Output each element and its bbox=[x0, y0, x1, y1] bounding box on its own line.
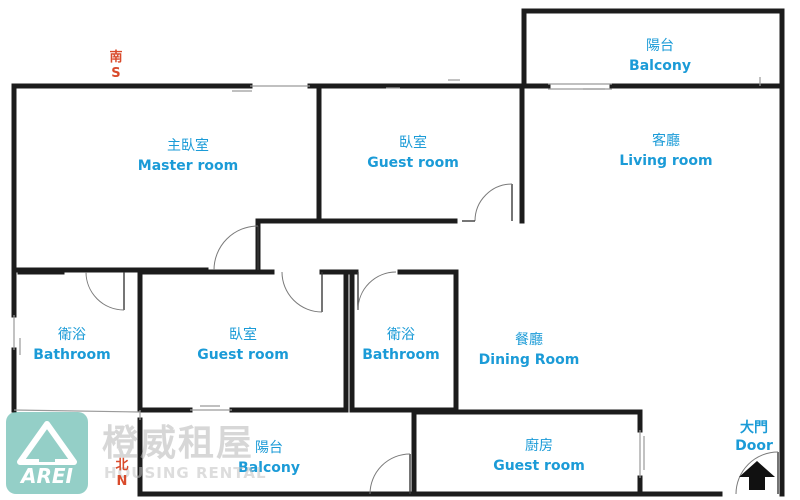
room-label-balcony-bottom: 陽台 Balcony bbox=[238, 438, 300, 478]
room-label-bathroom-middle: 衛浴 Bathroom bbox=[362, 325, 440, 365]
entrance-label-cn: 大門 bbox=[739, 420, 768, 436]
house-icon bbox=[17, 421, 77, 465]
compass-north-en: N bbox=[116, 474, 128, 489]
watermark-logo-text: AREI bbox=[21, 464, 73, 488]
room-label-guest-room-top: 臥室 Guest room bbox=[367, 133, 459, 173]
room-label-kitchen: 廚房 Guest room bbox=[493, 436, 585, 476]
window-lines bbox=[13, 77, 761, 478]
compass-south-en: S bbox=[111, 66, 121, 81]
room-label-balcony-top: 陽台 Balcony bbox=[629, 36, 691, 76]
room-label-master-room: 主臥室 Master room bbox=[138, 136, 238, 176]
room-name-cn: 陽台 bbox=[255, 440, 283, 456]
room-name-en: Balcony bbox=[629, 58, 691, 74]
room-name-en: Master room bbox=[137, 158, 239, 174]
watermark-logo: AREI bbox=[6, 412, 88, 494]
doors bbox=[85, 183, 779, 495]
room-label-dining-room: 餐廳 Dining Room bbox=[479, 330, 580, 370]
room-name-en: Bathroom bbox=[362, 347, 440, 363]
room-label-living-room: 客廳 Living room bbox=[619, 131, 712, 171]
room-name-en: Guest room bbox=[197, 347, 289, 363]
watermark-name-en: HOUSING RENTAL bbox=[104, 464, 267, 482]
room-name-en: Bathroom bbox=[33, 347, 111, 363]
room-name-cn: 主臥室 bbox=[167, 138, 209, 154]
compass-south: 南 S bbox=[109, 50, 122, 82]
room-name-cn: 衛浴 bbox=[386, 327, 415, 343]
entrance-label: 大門 Door bbox=[735, 419, 773, 455]
room-name-cn: 廚房 bbox=[525, 438, 553, 454]
room-name-cn: 餐廳 bbox=[515, 332, 543, 348]
room-name-cn: 臥室 bbox=[399, 135, 427, 151]
room-name-en: Guest room bbox=[367, 155, 459, 171]
room-name-en: Living room bbox=[619, 153, 713, 169]
room-label-bathroom-left: 衛浴 Bathroom bbox=[33, 325, 111, 365]
compass-north: 北 N bbox=[115, 458, 128, 490]
entrance-label-en: Door bbox=[735, 438, 773, 454]
room-name-cn: 衛浴 bbox=[57, 327, 86, 343]
watermark: AREI 橙威租屋 HOUSING RENTAL bbox=[6, 410, 286, 496]
room-name-en: Guest room bbox=[493, 458, 585, 474]
room-label-guest-room-middle: 臥室 Guest room bbox=[197, 325, 289, 365]
watermark-name-cn: 橙威租屋 bbox=[102, 423, 255, 464]
room-name-cn: 客廳 bbox=[652, 133, 680, 149]
room-name-en: Balcony bbox=[238, 460, 300, 476]
entry-arrow-icon bbox=[739, 461, 775, 490]
room-name-cn: 臥室 bbox=[229, 327, 257, 343]
compass-south-cn: 南 bbox=[109, 50, 123, 65]
compass-north-cn: 北 bbox=[115, 458, 129, 473]
room-name-en: Dining Room bbox=[478, 352, 580, 368]
room-name-cn: 陽台 bbox=[646, 38, 674, 54]
